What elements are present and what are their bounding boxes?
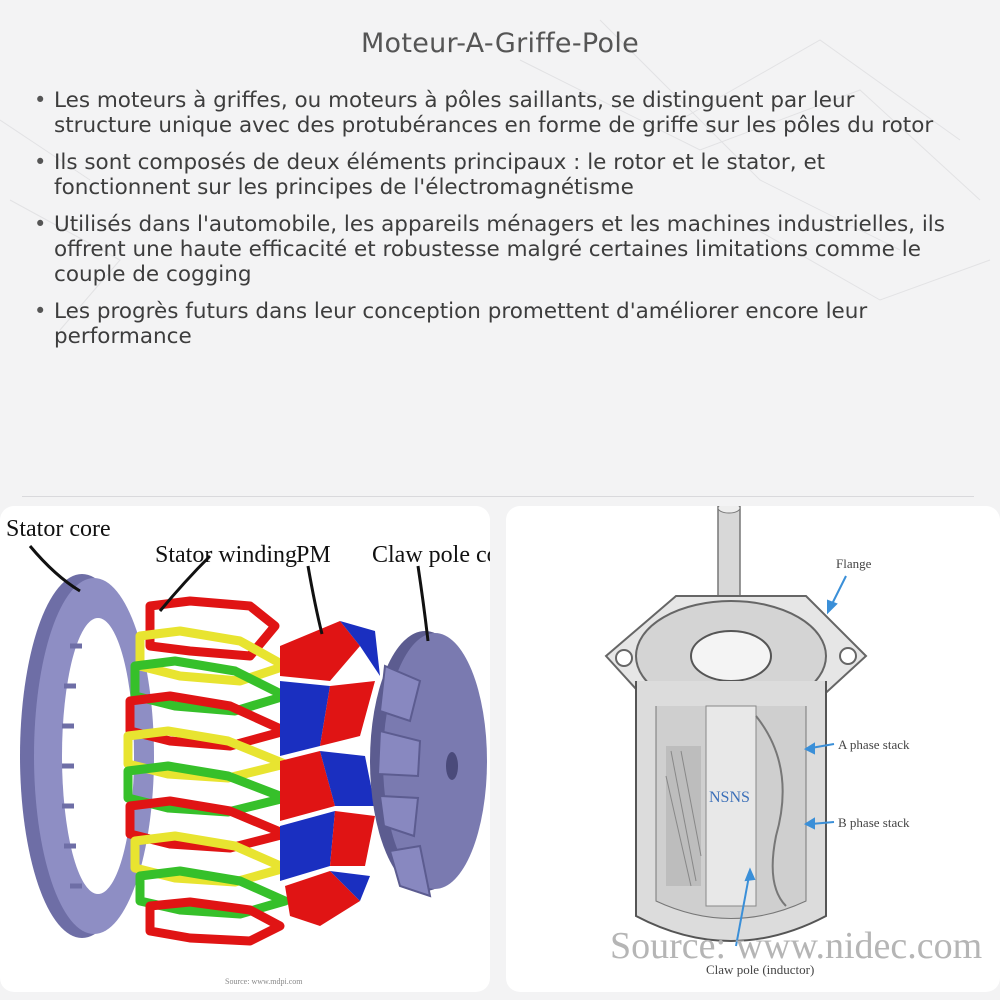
bullet-marker: • bbox=[34, 299, 47, 323]
callout-arrows bbox=[735, 575, 847, 947]
bullet-marker: • bbox=[34, 88, 47, 112]
bullet-text: Les progrès futurs dans leur conception … bbox=[54, 299, 868, 349]
bullet-item: • Utilisés dans l'automobile, les apparei… bbox=[34, 212, 954, 287]
label-claw-pole-inductor: Claw pole (inductor) bbox=[706, 962, 814, 977]
bullet-item: • Les moteurs à griffes, ou moteurs à pôl… bbox=[34, 88, 954, 138]
label-b-phase-stack: B phase stack bbox=[838, 815, 910, 830]
stator-core-ring bbox=[20, 574, 154, 938]
label-pm: PM bbox=[296, 542, 331, 568]
label-flange: Flange bbox=[836, 556, 872, 571]
label-stator-core: Stator core bbox=[6, 516, 111, 542]
claw-pole-motor-cutaway-diagram: NSNS Flange A phase stack B phase stack … bbox=[506, 506, 1000, 992]
bullet-list: • Les moteurs à griffes, ou moteurs à pôl… bbox=[34, 88, 954, 361]
section-divider bbox=[22, 496, 974, 497]
bullet-item: • Les progrès futurs dans leur conception… bbox=[34, 299, 954, 349]
right-source-watermark: Source: www.nidec.com bbox=[610, 925, 982, 967]
label-stator-winding: Stator winding bbox=[155, 542, 297, 568]
bullet-item: • Ils sont composés de deux éléments prin… bbox=[34, 150, 954, 200]
background-network-pattern bbox=[0, 19, 991, 331]
label-claw-pole-core: Claw pole core bbox=[372, 542, 490, 568]
bullet-text: Les moteurs à griffes, ou moteurs à pôle… bbox=[54, 88, 934, 138]
stator-winding bbox=[123, 596, 290, 946]
bullet-marker: • bbox=[34, 150, 47, 174]
claw-pole-exploded-diagram: Stator core Stator winding PM Claw pole … bbox=[0, 506, 490, 992]
bullet-text: Ils sont composés de deux éléments princ… bbox=[54, 150, 826, 200]
page-title: Moteur-A-Griffe-Pole bbox=[360, 28, 640, 59]
motor-housing: NSNS bbox=[635, 681, 827, 942]
rotor-marking: NSNS bbox=[709, 789, 750, 806]
label-a-phase-stack: A phase stack bbox=[838, 737, 910, 752]
claw-pole-core bbox=[370, 631, 487, 898]
left-source-caption: Source: www.mdpi.com bbox=[225, 977, 303, 986]
permanent-magnet-rotor bbox=[280, 621, 380, 926]
bullet-marker: • bbox=[34, 212, 47, 236]
bullet-text: Utilisés dans l'automobile, les appareil… bbox=[54, 212, 945, 287]
